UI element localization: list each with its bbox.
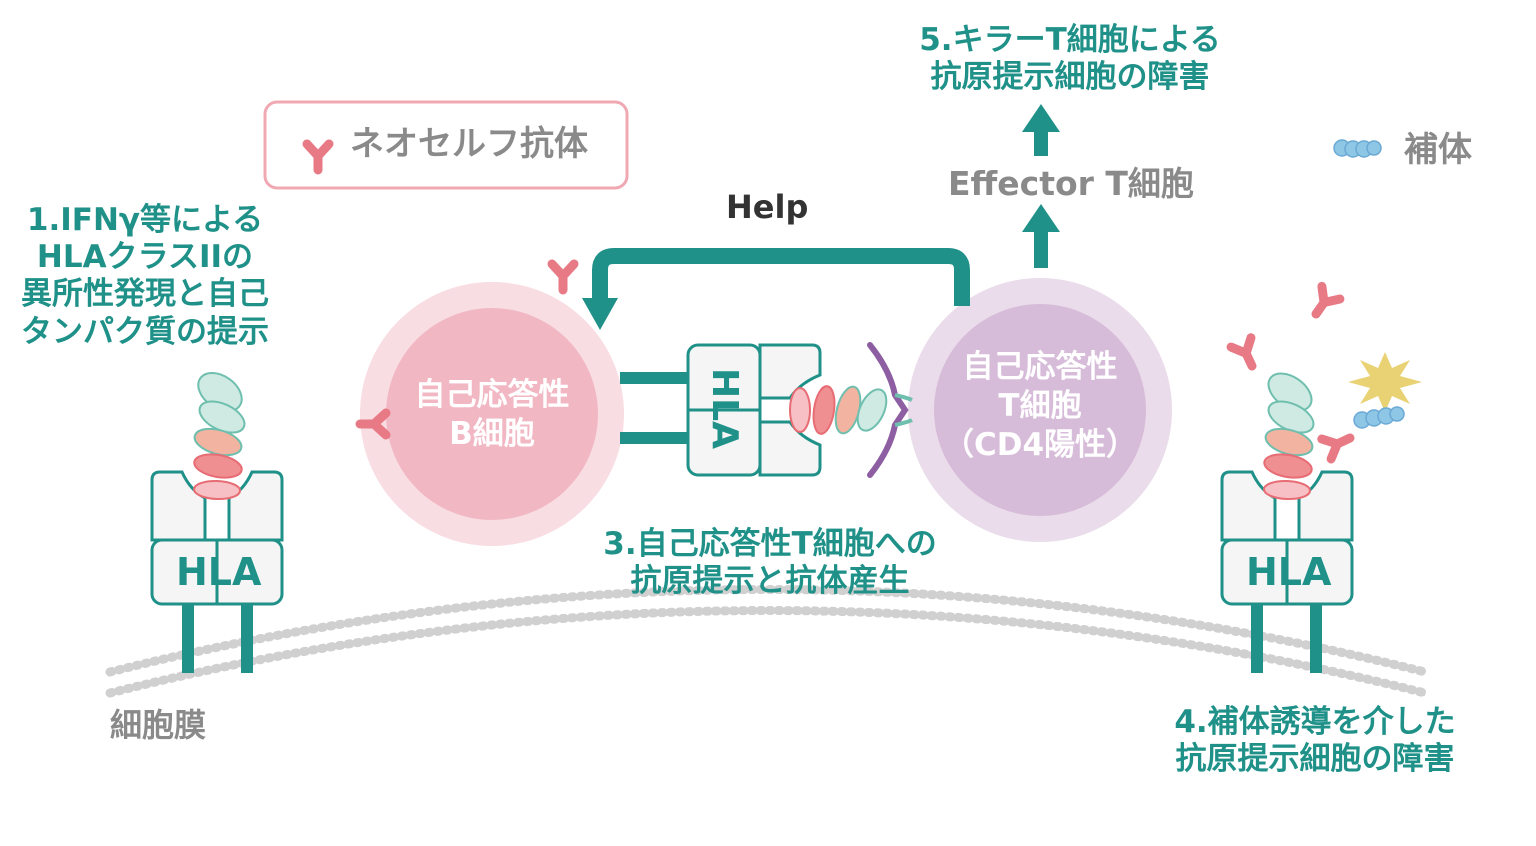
t-cell-receptor xyxy=(867,342,913,478)
t-cell xyxy=(908,278,1172,542)
antibody-legend-label: ネオセルフ抗体 xyxy=(350,124,588,164)
peptide-stack-left xyxy=(193,371,246,501)
step4-line: 抗原提示細胞の障害 xyxy=(1175,741,1455,778)
complement-legend-label: 補体 xyxy=(1404,130,1472,170)
effector-label: Effector T細胞 xyxy=(948,164,1194,203)
antibody-icon xyxy=(1231,338,1262,371)
step5-line: 抗原提示細胞の障害 xyxy=(930,59,1210,96)
hla-label-right: HLA xyxy=(1246,550,1332,594)
step3-text: 3.自己応答性T細胞への 抗原提示と抗体産生 xyxy=(560,526,980,600)
antibody-icon xyxy=(1322,428,1355,459)
step4-text: 4.補体誘導を介した 抗原提示細胞の障害 xyxy=(1140,704,1490,778)
hla-molecule-left xyxy=(150,470,284,673)
step3-line: 抗原提示と抗体産生 xyxy=(630,563,910,600)
effector-arrow-upper xyxy=(1022,104,1060,156)
b-cell-label-line: B細胞 xyxy=(449,415,535,452)
legend-box xyxy=(263,100,629,190)
b-cell-label: 自己応答性 B細胞 xyxy=(392,376,592,454)
step1-line: 1.IFNγ等による xyxy=(26,202,264,238)
peptide-stack-right xyxy=(1263,372,1315,501)
t-cell-label-line: （CD4陽性） xyxy=(942,426,1138,463)
step1-text: 1.IFNγ等による HLAクラスIIの 異所性発現と自己 タンパク質の提示 xyxy=(0,202,290,351)
membrane-label: 細胞膜 xyxy=(110,706,207,744)
complement-chain xyxy=(1353,406,1405,429)
b-cell-label-line: 自己応答性 xyxy=(414,377,570,413)
effector-arrow-lower xyxy=(1022,204,1060,268)
complement-legend-icon xyxy=(1333,139,1382,158)
help-label: Help xyxy=(726,188,809,226)
t-cell-label-line: T細胞 xyxy=(998,387,1082,424)
step1-line: HLAクラスIIの xyxy=(36,239,254,276)
step5-line: 5.キラーT細胞による xyxy=(919,22,1221,58)
t-cell-label: 自己応答性 T細胞 （CD4陽性） xyxy=(920,348,1160,464)
step1-line: タンパク質の提示 xyxy=(21,313,269,350)
step3-line: 3.自己応答性T細胞への xyxy=(603,526,937,562)
antibody-icon xyxy=(552,264,574,290)
peptide-stack-center xyxy=(789,385,888,435)
step4-line: 4.補体誘導を介した xyxy=(1174,704,1456,740)
hla-molecule-right xyxy=(1220,470,1354,673)
hla-label-left: HLA xyxy=(176,550,262,594)
help-arrow xyxy=(582,248,970,330)
b-cell xyxy=(360,282,624,546)
b-cell-receptor-stalks xyxy=(620,372,692,444)
damage-burst xyxy=(1348,352,1422,412)
hla-label-center: HLA xyxy=(704,368,745,449)
hla-molecule-center xyxy=(686,343,822,477)
cell-membrane xyxy=(105,585,1430,698)
t-cell-label-line: 自己応答性 xyxy=(962,349,1118,385)
step5-text: 5.キラーT細胞による 抗原提示細胞の障害 xyxy=(880,22,1260,96)
step1-line: 異所性発現と自己 xyxy=(21,276,269,313)
antibody-icon xyxy=(1307,286,1340,320)
